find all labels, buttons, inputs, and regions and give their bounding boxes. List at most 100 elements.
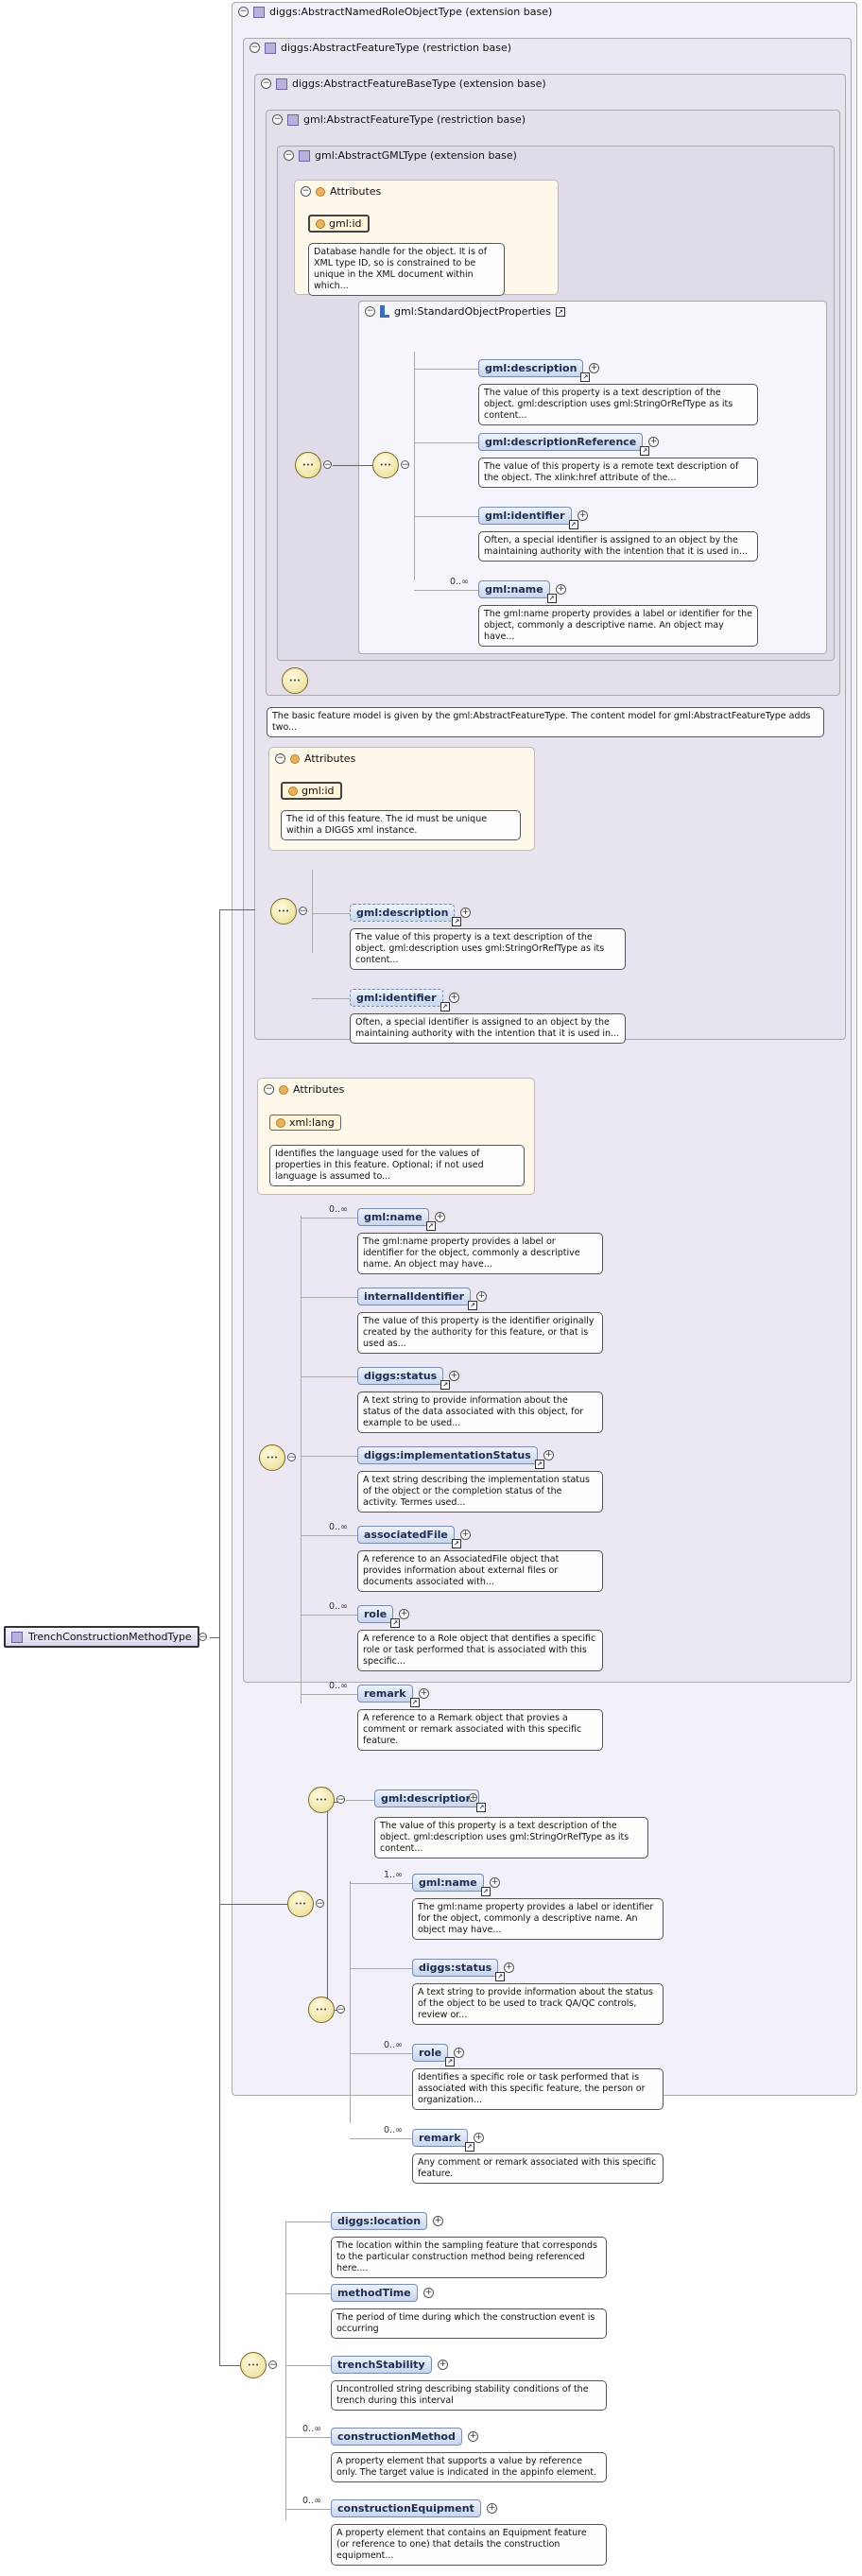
expand-icon[interactable]: − bbox=[287, 1453, 296, 1462]
link-icon[interactable]: ↗ bbox=[445, 2057, 456, 2066]
element-gml-name[interactable]: gml:name↗ bbox=[412, 1874, 491, 1896]
element-gml-descriptionreference[interactable]: gml:descriptionReference↗ bbox=[478, 433, 650, 456]
link-icon[interactable]: ↗ bbox=[495, 1972, 506, 1981]
cardinality-label: 0..∞ bbox=[329, 1522, 348, 1532]
expand-icon[interactable]: + bbox=[468, 2431, 478, 2442]
expand-icon[interactable]: + bbox=[648, 437, 659, 447]
link-icon[interactable]: ↗ bbox=[546, 594, 557, 603]
expand-icon[interactable]: + bbox=[423, 2288, 434, 2298]
element-gml-description[interactable]: gml:description↗ bbox=[350, 904, 462, 926]
link-icon[interactable]: ↗ bbox=[568, 520, 578, 529]
element-remark[interactable]: remark↗ bbox=[412, 2129, 474, 2152]
expand-icon[interactable]: + bbox=[435, 1212, 445, 1222]
element-gml-identifier[interactable]: gml:identifier↗ bbox=[478, 507, 578, 529]
element-internalidentifier[interactable]: internalIdentifier↗ bbox=[357, 1288, 478, 1310]
expand-icon[interactable]: − bbox=[299, 907, 307, 916]
link-icon[interactable]: ↗ bbox=[468, 1301, 478, 1310]
expand-icon[interactable]: + bbox=[454, 2048, 464, 2058]
expand-icon[interactable]: + bbox=[487, 2503, 497, 2514]
expand-icon[interactable]: − bbox=[401, 460, 409, 470]
element-gml-name[interactable]: gml:name↗ bbox=[357, 1208, 436, 1231]
element-description: The location within the sampling feature… bbox=[331, 2237, 607, 2278]
element-description: A reference to a Remark object that prov… bbox=[357, 1709, 603, 1751]
element-gml-description[interactable]: gml:description↗ bbox=[478, 359, 591, 382]
link-icon[interactable]: ↗ bbox=[409, 1698, 420, 1707]
link-icon[interactable]: ↗ bbox=[451, 1539, 461, 1548]
collapse-icon[interactable]: − bbox=[301, 186, 311, 197]
element-associatedfile[interactable]: associatedFile↗ bbox=[357, 1526, 461, 1548]
link-icon[interactable]: ↗ bbox=[555, 306, 565, 317]
element-diggs-status[interactable]: diggs:status↗ bbox=[357, 1367, 451, 1390]
element-diggs-location[interactable]: diggs:location bbox=[331, 2212, 428, 2230]
expand-icon[interactable]: + bbox=[476, 1291, 487, 1302]
expand-icon[interactable]: + bbox=[469, 1793, 477, 1803]
expand-icon[interactable]: + bbox=[433, 2216, 443, 2226]
element-remark[interactable]: remark↗ bbox=[357, 1685, 420, 1707]
element-diggs-implementationstatus[interactable]: diggs:implementationStatus↗ bbox=[357, 1446, 544, 1469]
element-gml-description[interactable]: gml:description↗ bbox=[374, 1789, 487, 1812]
collapse-icon[interactable]: − bbox=[238, 7, 249, 17]
link-icon[interactable]: ↗ bbox=[480, 1887, 491, 1896]
element-trenchstability[interactable]: trenchStability bbox=[331, 2356, 432, 2374]
expand-icon[interactable]: + bbox=[399, 1609, 409, 1619]
complex-type-icon bbox=[287, 113, 299, 126]
element-gml-identifier[interactable]: gml:identifier↗ bbox=[350, 989, 450, 1011]
link-icon[interactable]: ↗ bbox=[580, 372, 591, 382]
element-constructionequipment[interactable]: constructionEquipment bbox=[331, 2499, 481, 2517]
expand-icon[interactable]: + bbox=[460, 1530, 471, 1540]
link-icon[interactable]: ↗ bbox=[425, 1221, 436, 1231]
link-icon[interactable]: ↗ bbox=[452, 917, 462, 926]
sequence-icon: ••• bbox=[287, 1891, 314, 1917]
expand-icon[interactable]: + bbox=[589, 363, 599, 373]
expand-icon[interactable]: + bbox=[438, 2360, 448, 2370]
expand-icon[interactable]: − bbox=[268, 2360, 277, 2370]
expand-icon[interactable]: + bbox=[504, 1962, 514, 1973]
expand-icon[interactable]: + bbox=[449, 993, 459, 1003]
expand-icon[interactable]: − bbox=[336, 1795, 345, 1805]
attributes-panel-diggs: −Attributes gml:id The id of this featur… bbox=[268, 747, 535, 851]
expand-icon[interactable]: + bbox=[460, 908, 471, 918]
element-description: A property element that contains an Equi… bbox=[331, 2524, 607, 2566]
attribute-icon bbox=[290, 753, 300, 764]
expand-icon[interactable]: + bbox=[543, 1450, 554, 1461]
expand-icon[interactable]: + bbox=[449, 1371, 459, 1381]
link-icon[interactable]: ↗ bbox=[440, 1002, 450, 1011]
attribute-xml-lang[interactable]: xml:lang bbox=[269, 1115, 341, 1131]
link-icon[interactable]: ↗ bbox=[464, 2142, 474, 2152]
expand-icon[interactable]: + bbox=[474, 2133, 484, 2143]
expand-icon[interactable]: − bbox=[336, 2005, 345, 2014]
expand-icon[interactable]: + bbox=[578, 510, 588, 521]
element-methodtime[interactable]: methodTime bbox=[331, 2284, 418, 2302]
collapse-icon[interactable]: − bbox=[264, 1084, 274, 1095]
collapse-icon[interactable]: − bbox=[261, 78, 271, 89]
link-icon[interactable]: ↗ bbox=[390, 1618, 401, 1628]
link-icon[interactable]: ↗ bbox=[640, 446, 650, 456]
collapse-icon[interactable]: − bbox=[250, 43, 260, 53]
expand-icon[interactable]: − bbox=[323, 460, 332, 470]
sequence-icon: ••• bbox=[240, 2352, 267, 2378]
expand-icon[interactable]: − bbox=[198, 1633, 207, 1642]
expand-icon[interactable]: + bbox=[490, 1877, 500, 1888]
link-icon[interactable]: ↗ bbox=[476, 1803, 487, 1812]
root-type-trench-construction-method[interactable]: TrenchConstructionMethodType bbox=[4, 1626, 199, 1648]
collapse-icon[interactable]: − bbox=[365, 306, 375, 317]
attribute-gml-id[interactable]: gml:id bbox=[308, 215, 370, 233]
collapse-icon[interactable]: − bbox=[272, 114, 283, 125]
element-role[interactable]: role↗ bbox=[412, 2044, 456, 2066]
attribute-gml-id[interactable]: gml:id bbox=[281, 782, 342, 800]
expand-icon[interactable]: + bbox=[419, 1688, 429, 1699]
expand-icon[interactable]: + bbox=[556, 584, 566, 595]
cardinality-label: 0..∞ bbox=[384, 2125, 403, 2135]
link-icon[interactable]: ↗ bbox=[440, 1380, 451, 1390]
element-gml-name[interactable]: gml:name↗ bbox=[478, 580, 557, 603]
collapse-icon[interactable]: − bbox=[284, 150, 294, 161]
link-icon[interactable]: ↗ bbox=[534, 1460, 544, 1469]
group-title: gml:StandardObjectProperties bbox=[394, 305, 551, 318]
element-constructionmethod[interactable]: constructionMethod bbox=[331, 2428, 462, 2446]
element-description: The value of this property is a text des… bbox=[350, 928, 626, 970]
element-diggs-status[interactable]: diggs:status↗ bbox=[412, 1959, 506, 1981]
collapse-icon[interactable]: − bbox=[275, 753, 285, 764]
element-role[interactable]: role↗ bbox=[357, 1605, 401, 1628]
element-description: A text string describing the implementat… bbox=[357, 1471, 603, 1513]
expand-icon[interactable]: − bbox=[316, 1899, 324, 1909]
